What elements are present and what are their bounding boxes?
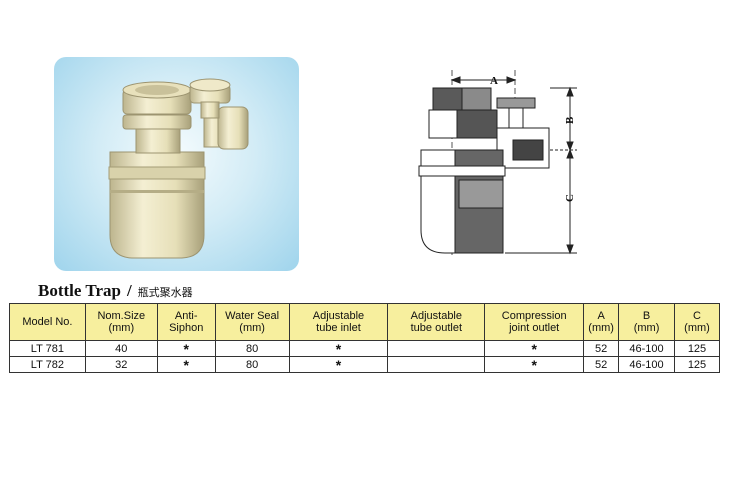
dimension-label-a: A	[490, 75, 498, 87]
title-separator: /	[126, 281, 132, 300]
spec-table: Model No. Nom.Size(mm) Anti-Siphon Water…	[9, 303, 720, 373]
table-row: LT 781 40 * 80 * * 52 46-100 125	[9, 340, 720, 357]
cell-compression-outlet: *	[484, 340, 585, 357]
cell-tube-outlet	[387, 340, 486, 357]
product-photo	[54, 57, 299, 271]
cell-c: 125	[674, 340, 720, 357]
cell-model: LT 781	[9, 340, 86, 357]
header-water-seal: Water Seal(mm)	[214, 303, 290, 341]
dimension-label-c: C	[564, 194, 576, 202]
header-nom-size: Nom.Size(mm)	[84, 303, 158, 341]
header-b: B(mm)	[618, 303, 675, 341]
dimension-diagram: A B C	[418, 70, 577, 255]
table-row: LT 782 32 * 80 * * 52 46-100 125	[9, 356, 720, 373]
cell-tube-inlet: *	[288, 356, 389, 373]
cell-anti-siphon: *	[156, 340, 216, 357]
cell-water-seal: 80	[214, 356, 290, 373]
cell-tube-outlet	[387, 356, 486, 373]
dimension-label-b: B	[564, 116, 576, 124]
product-title: Bottle Trap / 瓶式聚水器	[38, 281, 193, 301]
header-c: C(mm)	[674, 303, 720, 341]
cell-nom-size: 32	[84, 356, 158, 373]
cell-anti-siphon: *	[156, 356, 216, 373]
cell-a: 52	[583, 340, 620, 357]
cell-c: 125	[674, 356, 720, 373]
cell-b: 46-100	[618, 340, 675, 357]
cell-tube-inlet: *	[288, 340, 389, 357]
cell-model: LT 782	[9, 356, 86, 373]
cell-water-seal: 80	[214, 340, 290, 357]
cell-a: 52	[583, 356, 620, 373]
bottle-trap-illustration	[108, 78, 249, 259]
cell-compression-outlet: *	[484, 356, 585, 373]
header-a: A(mm)	[583, 303, 620, 341]
spec-table-header-row: Model No. Nom.Size(mm) Anti-Siphon Water…	[9, 303, 720, 341]
title-english: Bottle Trap	[38, 281, 121, 300]
header-model-no: Model No.	[9, 303, 86, 341]
header-anti-siphon: Anti-Siphon	[156, 303, 216, 341]
cell-nom-size: 40	[84, 340, 158, 357]
cell-b: 46-100	[618, 356, 675, 373]
title-chinese: 瓶式聚水器	[137, 286, 193, 299]
